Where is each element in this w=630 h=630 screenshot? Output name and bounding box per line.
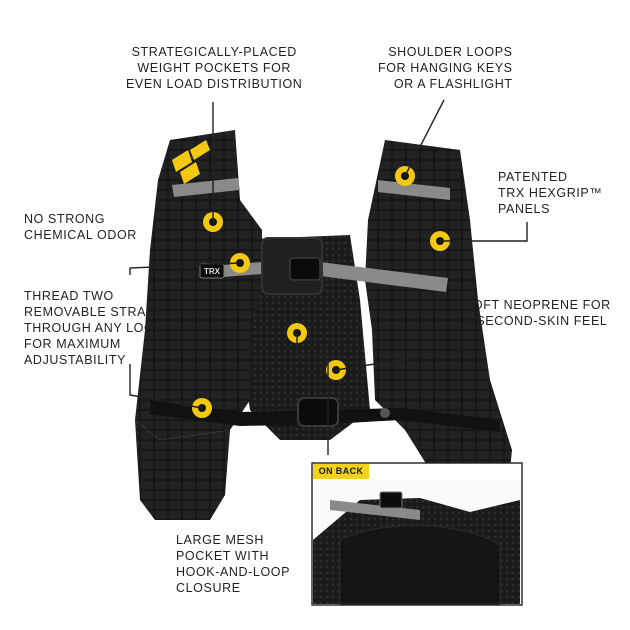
callout-line: CHEMICAL ODOR [24, 228, 137, 242]
callout-line: REMOVABLE STRAPS [24, 305, 164, 319]
callout-line: WEIGHT POCKETS FOR [137, 61, 292, 75]
waist-buckle [297, 397, 339, 427]
strap-snap [380, 408, 390, 418]
leader-lines [129, 99, 528, 455]
callout-shoulder-loops: SHOULDER LOOPS FOR HANGING KEYS OR A FLA… [378, 44, 513, 92]
callout-neoprene: SOFT NEOPRENE FOR A SECOND-SKIN FEEL [464, 297, 611, 329]
callout-line: THREAD TWO [24, 289, 114, 303]
back-view-inset [311, 462, 523, 606]
callout-line: SHOULDER LOOPS [388, 45, 513, 59]
callout-line: NO STRONG [24, 212, 106, 226]
callout-line: LARGE MESH [176, 533, 264, 547]
callout-line: FOR MAXIMUM [24, 337, 121, 351]
callout-line: EVEN LOAD DISTRIBUTION [126, 77, 303, 91]
on-back-tag: ON BACK [313, 464, 369, 479]
callout-line: SOFT NEOPRENE FOR [464, 298, 611, 312]
trx-logo-text: TRX [204, 267, 221, 276]
callout-mesh-pocket: LARGE MESH POCKET WITH HOOK-AND-LOOP CLO… [176, 532, 290, 596]
callout-no-odor: NO STRONG CHEMICAL ODOR [24, 211, 137, 243]
callout-line: OR A FLASHLIGHT [393, 77, 513, 91]
vest-left-lower [135, 420, 230, 520]
callout-line: POCKET WITH [176, 549, 270, 563]
callout-line: PATENTED [498, 170, 568, 184]
callout-straps: THREAD TWO REMOVABLE STRAPS THROUGH ANY … [24, 288, 164, 368]
accent-stripes [172, 140, 210, 184]
callout-weight-pockets: STRATEGICALLY-PLACED WEIGHT POCKETS FOR … [126, 44, 302, 92]
callout-line: ADJUSTABILITY [24, 353, 127, 367]
callout-line: PANELS [498, 202, 551, 216]
callout-line: FOR HANGING KEYS [378, 61, 513, 75]
callout-line: TRX HEXGRIP™ [498, 186, 603, 200]
callout-line: HOOK-AND-LOOP [176, 565, 291, 579]
callout-line: CLOSURE [176, 581, 241, 595]
callout-line: THROUGH ANY LOOP [24, 321, 164, 335]
chest-buckle [289, 257, 321, 281]
callout-line: A SECOND-SKIN FEEL [464, 314, 608, 328]
vest-left-panel [135, 130, 262, 440]
callout-hexgrip: PATENTED TRX HEXGRIP™ PANELS [498, 169, 602, 217]
callout-line: STRATEGICALLY-PLACED [131, 45, 297, 59]
vest-right-panel [365, 140, 512, 495]
